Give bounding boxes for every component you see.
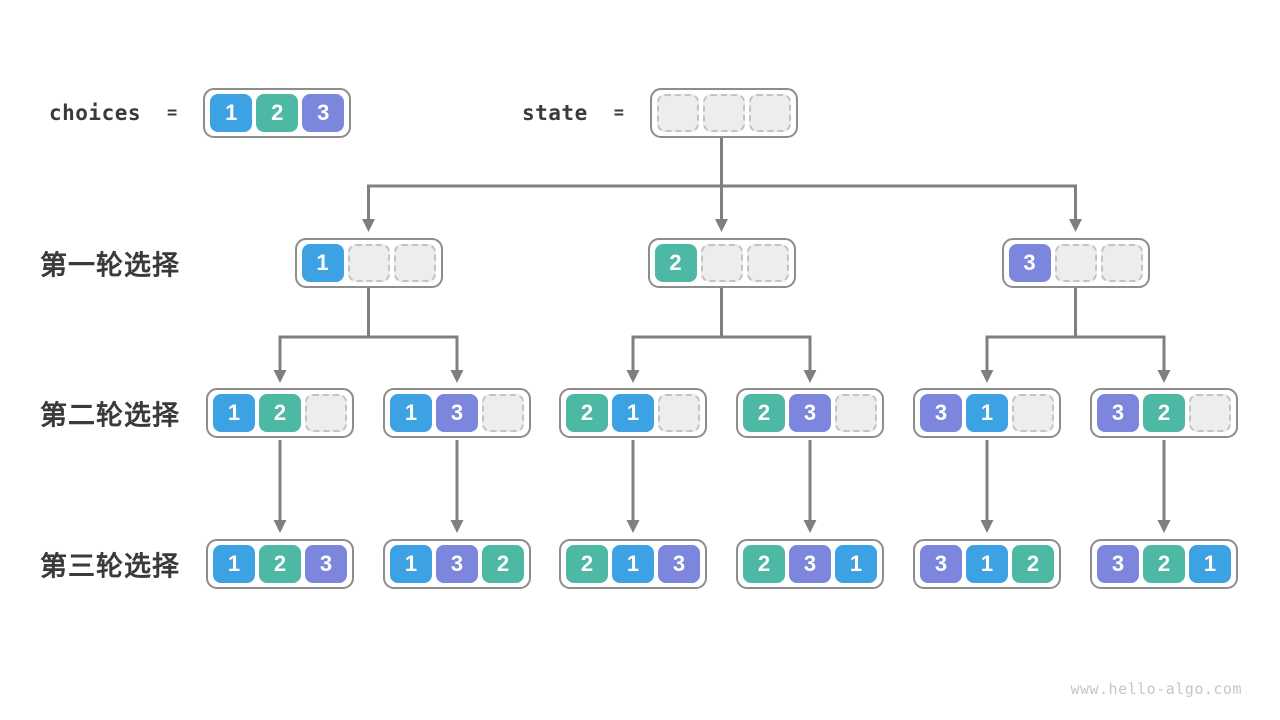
array-cell: 1 (210, 94, 253, 132)
array-cell: 2 (482, 545, 524, 583)
array-cell: 3 (305, 545, 347, 583)
array-cell-empty (702, 94, 745, 132)
array-cell: 3 (436, 545, 478, 583)
array-cell-empty (1100, 244, 1143, 282)
array-cell: 2 (256, 94, 299, 132)
connector-line (273, 335, 464, 383)
array-cell-empty (305, 394, 347, 432)
array-cell: 1 (966, 545, 1008, 583)
state-node: 1 (294, 238, 443, 288)
array-cell: 1 (390, 545, 432, 583)
array-cell-empty (658, 394, 700, 432)
array-cell: 2 (1143, 394, 1185, 432)
array-cell-empty (748, 94, 791, 132)
choices-label: choices (49, 101, 142, 125)
connector-line (361, 184, 1083, 232)
array-cell: 2 (1012, 545, 1054, 583)
array-cell: 3 (920, 394, 962, 432)
array-cell-empty (835, 394, 877, 432)
equals-sign: = (613, 103, 624, 123)
array-cell: 3 (1008, 244, 1051, 282)
array-cell: 1 (213, 545, 255, 583)
round-label: 第三轮选择 (40, 551, 180, 582)
array-cell: 1 (612, 394, 654, 432)
array-cell: 1 (612, 545, 654, 583)
array-cell: 1 (835, 545, 877, 583)
array-cell: 3 (1097, 394, 1139, 432)
array-cell-empty (656, 94, 699, 132)
array-cell: 1 (213, 394, 255, 432)
array-cell: 2 (566, 394, 608, 432)
array-cell: 2 (1143, 545, 1185, 583)
array-cell: 3 (436, 394, 478, 432)
state-label: state (522, 101, 588, 125)
array-cell: 2 (259, 545, 301, 583)
array-cell: 2 (743, 545, 785, 583)
state-array (649, 88, 798, 138)
round-label: 第一轮选择 (40, 250, 180, 281)
state-node: 3 (1001, 238, 1150, 288)
array-cell-empty (347, 244, 390, 282)
array-cell-empty (700, 244, 743, 282)
equals-sign: = (167, 103, 178, 123)
array-cell: 1 (390, 394, 432, 432)
watermark: www.hello-algo.com (1070, 680, 1242, 698)
array-cell-empty (1189, 394, 1231, 432)
state-expression: state = (522, 88, 798, 138)
array-cell: 3 (302, 94, 345, 132)
array-cell-empty (746, 244, 789, 282)
array-cell: 3 (920, 545, 962, 583)
array-cell: 1 (966, 394, 1008, 432)
round-label: 第二轮选择 (40, 400, 180, 431)
array-cell: 3 (789, 545, 831, 583)
array-cell: 2 (743, 394, 785, 432)
connector-line (626, 335, 817, 383)
array-cell: 3 (658, 545, 700, 583)
state-node: 2 (647, 238, 796, 288)
array-cell: 2 (566, 545, 608, 583)
array-cell: 1 (301, 244, 344, 282)
array-cell: 2 (654, 244, 697, 282)
array-cell-empty (1054, 244, 1097, 282)
array-cell-empty (393, 244, 436, 282)
array-cell: 3 (1097, 545, 1139, 583)
array-cell: 1 (1189, 545, 1231, 583)
array-cell-empty (1012, 394, 1054, 432)
array-cell-empty (482, 394, 524, 432)
array-cell: 2 (259, 394, 301, 432)
array-cell: 3 (789, 394, 831, 432)
connector-line (980, 335, 1171, 383)
